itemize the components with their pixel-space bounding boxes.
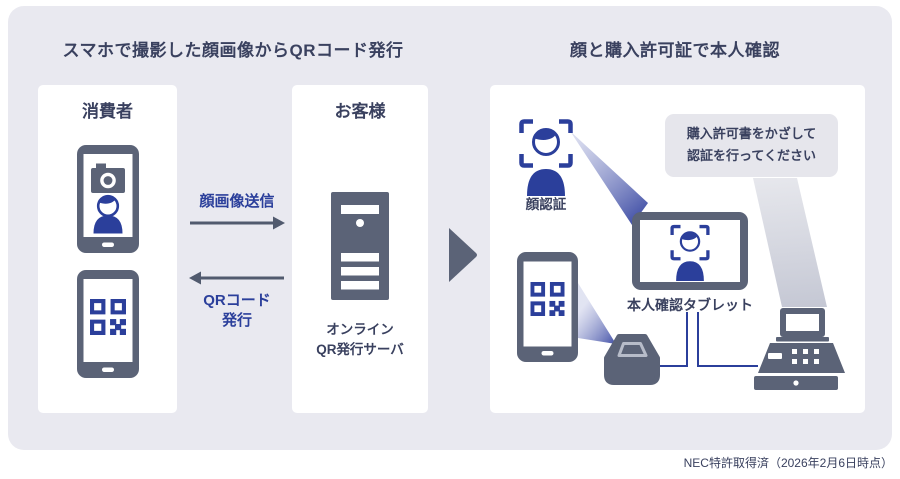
connector-wires (658, 312, 758, 367)
instruction-bubble: 購入許可書をかざして 認証を行ってください (665, 114, 838, 177)
tablet-icon (632, 212, 748, 290)
server-label-line2: QR発行サーバ (316, 342, 404, 357)
tablet-label: 本人確認タブレット (627, 297, 753, 313)
bubble-line1: 購入許可書をかざして (686, 126, 817, 142)
smartphone-qr-icon (77, 270, 139, 378)
issue-qr-label-line2: 発行 (221, 312, 252, 329)
issue-qr-label-line1: QRコード (203, 292, 271, 309)
face-auth-label: 顔認証 (525, 197, 567, 212)
left-section-title: スマホで撮影した顔画像からQRコード発行 (62, 41, 404, 60)
server-label-line1: オンライン (326, 322, 394, 337)
send-face-image-label: 顔画像送信 (199, 193, 275, 210)
customer-panel-title: お客様 (334, 102, 386, 121)
arrow-left-icon (189, 271, 284, 285)
beams-and-wires (570, 131, 827, 367)
bubble-line2: 認証を行ってください (687, 148, 816, 163)
face-beam (570, 131, 648, 225)
right-section-title: 顔と購入許可証で本人確認 (570, 41, 780, 60)
server-icon (331, 192, 389, 300)
qr-beam (578, 283, 616, 344)
face-auth-icon (516, 118, 576, 196)
qr-scanner-icon (604, 334, 660, 385)
consumer-panel: 消費者 (38, 85, 177, 413)
arrow-right-icon (190, 216, 285, 230)
verify-smartphone-qr-icon (517, 252, 578, 362)
consumer-panel-title: 消費者 (82, 102, 133, 121)
customer-panel: お客様 オンライン QR発行サーバ (292, 85, 428, 413)
bubble-beam (753, 178, 827, 307)
flow-triangle-icon (449, 228, 477, 282)
patent-note: NEC特許取得済（2026年2月6日時点） (683, 456, 893, 470)
cash-register-icon (754, 308, 845, 390)
smartphone-camera-icon (77, 145, 139, 253)
verification-panel: 顔認証 購入許可書をかざして 認証を行ってください 本人確認タブレット (490, 85, 865, 413)
